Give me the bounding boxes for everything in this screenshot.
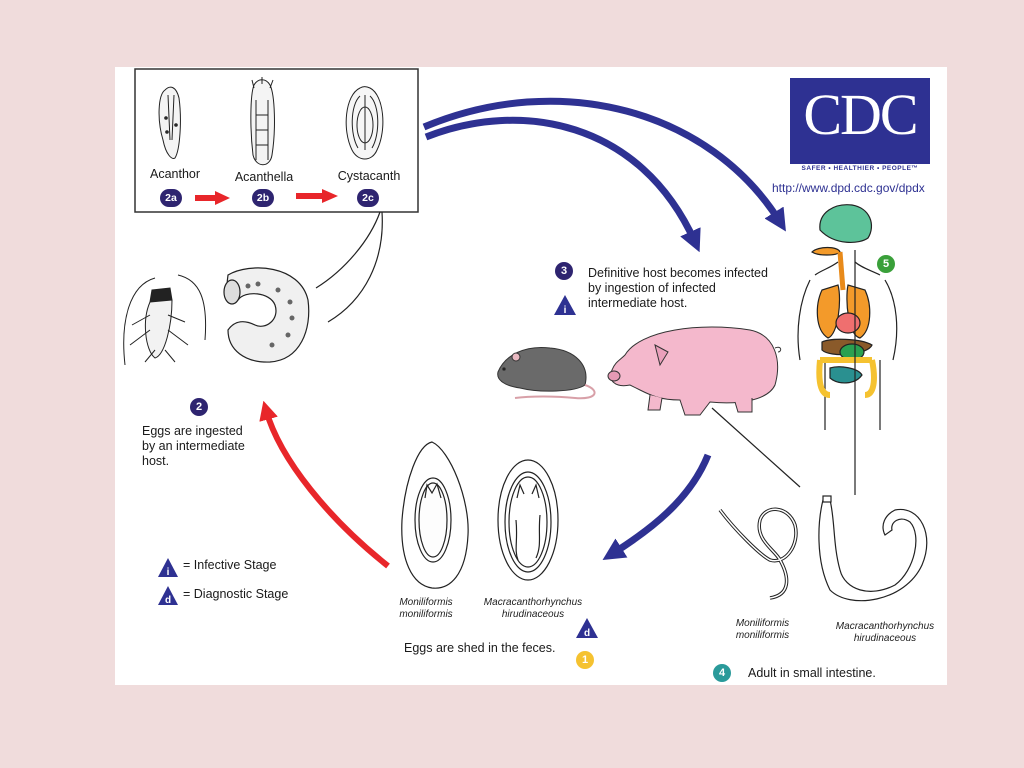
step1-description: Eggs are shed in the feces.: [404, 641, 556, 655]
arrow-to-human-host: [422, 97, 786, 232]
badge-step5: 5: [877, 255, 895, 273]
step3-line-2: by ingestion of infected: [588, 281, 716, 295]
arrow-to-intermediate-host: [259, 400, 390, 569]
arrow-to-animal-hosts: [424, 116, 701, 253]
adult-macracanthorhynchus-drawing: [818, 495, 928, 602]
adult-worms-inner: [719, 508, 797, 599]
badge-step1: 1: [576, 651, 594, 669]
step2-description: Eggs are ingested by an intermediate hos…: [142, 424, 245, 469]
pig-drawing: [607, 326, 782, 416]
badge-step4: 4: [713, 664, 731, 682]
cdc-logo-text: CDC: [803, 82, 918, 147]
egg-left-species: moniliformis: [399, 609, 453, 620]
stage-arrow-2a-2b: [195, 191, 230, 205]
badge-step3: 3: [555, 262, 573, 280]
egg-right-genus: Macracanthorhynchus: [483, 597, 583, 608]
callout-line-lower: [327, 211, 383, 323]
adult-right-species: hirudinaceous: [853, 633, 917, 644]
arrow-to-eggs: [602, 453, 712, 560]
step2-line-3: host.: [142, 454, 170, 468]
step2-line-1: Eggs are ingested: [142, 424, 243, 438]
svg-text:i: i: [564, 305, 567, 316]
adult-species-moniliformis: Moniliformis moniliformis: [725, 618, 800, 642]
svg-text:d: d: [165, 595, 171, 606]
step4-description: Adult in small intestine.: [748, 666, 876, 680]
svg-text:i: i: [167, 567, 170, 578]
badge-step2: 2: [190, 398, 208, 416]
step1-diagnostic-icon: d: [576, 618, 598, 639]
adult-moniliformis-drawing: [718, 507, 798, 600]
adult-left-species: moniliformis: [735, 630, 790, 641]
step3-description: Definitive host becomes infected by inge…: [588, 266, 768, 311]
cystacanth-drawing: [345, 86, 384, 160]
adult-left-genus: Moniliformis: [735, 618, 790, 629]
adult-species-macracanthorhynchus: Macracanthorhynchus hirudinaceous: [825, 621, 945, 645]
egg-species-macracanthorhynchus: Macracanthorhynchus hirudinaceous: [473, 597, 593, 621]
badge-2a: 2a: [160, 189, 182, 207]
infective-stage-icon: i: [158, 558, 178, 578]
callout-line-pig-to-adults: [711, 407, 801, 488]
grub-larva-drawing: [223, 267, 310, 363]
cdc-logo: CDC: [790, 78, 930, 164]
step2-line-2: by an intermediate: [142, 439, 245, 453]
cystacanth-label: Cystacanth: [337, 169, 401, 183]
callout-line-upper: [315, 211, 381, 289]
egg-right-species: hirudinaceous: [501, 609, 565, 620]
diagnostic-stage-icon: d: [158, 586, 178, 606]
legend-diagnostic-stage: = Diagnostic Stage: [183, 587, 289, 601]
step3-line-1: Definitive host becomes infected: [588, 266, 768, 280]
badge-2c: 2c: [357, 189, 379, 207]
acanthella-label: Acanthella: [234, 170, 294, 184]
egg-macracanthorhynchus-drawing: [497, 459, 559, 581]
egg-moniliformis-drawing: [401, 441, 469, 589]
step3-line-3: intermediate host.: [588, 296, 688, 310]
adult-right-genus: Macracanthorhynchus: [835, 621, 935, 632]
egg-species-moniliformis: Moniliformis moniliformis: [395, 597, 457, 621]
legend-infective-stage: = Infective Stage: [183, 558, 277, 572]
acanthor-drawing: [158, 86, 181, 159]
stage-arrow-2b-2c: [296, 189, 338, 203]
cockroach-drawing: [123, 274, 207, 366]
acanthella-drawing: [250, 77, 275, 166]
rat-drawing: [497, 346, 596, 400]
human-body-drawing: [797, 204, 898, 495]
svg-text:d: d: [584, 628, 590, 639]
badge-2b: 2b: [252, 189, 274, 207]
egg-left-genus: Moniliformis: [399, 597, 453, 608]
step3-infective-icon: i: [554, 295, 576, 316]
cdc-tagline: SAFER • HEALTHIER • PEOPLE™: [801, 165, 919, 172]
cdc-url-link[interactable]: http://www.dpd.cdc.gov/dpdx: [772, 181, 925, 195]
acanthor-label: Acanthor: [149, 167, 201, 181]
